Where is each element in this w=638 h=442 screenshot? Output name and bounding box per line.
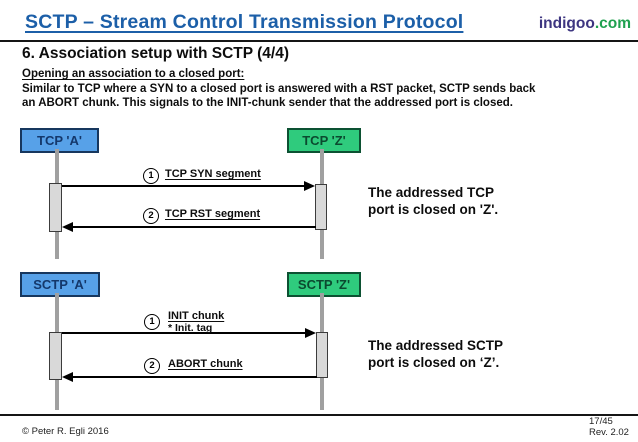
activation-bar-left	[49, 183, 62, 232]
side-note-line-2: port is closed on 'Z'.	[368, 202, 499, 217]
page-number: 17/45	[589, 416, 613, 427]
tcp-sequence-diagram: TCP 'A' TCP 'Z' 1 TCP SYN segment 2 TCP …	[0, 122, 638, 262]
body-line-2: an ABORT chunk. This signals to the INIT…	[22, 96, 513, 109]
header-divider	[0, 40, 638, 42]
actor-box-tcp-z: TCP 'Z'	[287, 128, 361, 153]
arrowhead-left-icon	[62, 222, 73, 232]
step-number-badge: 2	[144, 358, 160, 374]
arrowhead-right-icon	[305, 328, 316, 338]
activation-bar-right	[316, 332, 328, 378]
side-note-line-2: port is closed on ‘Z’.	[368, 355, 500, 370]
body-line-1: Similar to TCP where a SYN to a closed p…	[22, 83, 536, 95]
copyright: © Peter R. Egli 2016	[22, 426, 109, 437]
message-line	[62, 332, 306, 334]
activation-bar-left	[49, 332, 62, 380]
step-number-badge: 2	[143, 208, 159, 224]
subheading: Opening an association to a closed port:	[22, 68, 245, 80]
message-line	[72, 226, 316, 228]
arrowhead-right-icon	[304, 181, 315, 191]
actor-box-sctp-z: SCTP 'Z'	[287, 272, 361, 297]
arrowhead-left-icon	[62, 372, 73, 382]
sctp-sequence-diagram: SCTP 'A' SCTP 'Z' 1 INIT chunk * Init. t…	[0, 266, 638, 416]
slide-title: SCTP – Stream Control Transmission Proto…	[25, 11, 464, 33]
side-note-line-1: The addressed SCTP	[368, 338, 504, 353]
side-note: The addressed SCTP port is closed on ‘Z’…	[368, 337, 503, 371]
side-note-line-1: The addressed TCP	[368, 185, 495, 200]
message-label: INIT chunk	[168, 310, 225, 322]
side-note: The addressed TCP port is closed on 'Z'.	[368, 184, 498, 218]
activation-bar-right	[315, 184, 327, 230]
body-text: Similar to TCP where a SYN to a closed p…	[22, 83, 535, 110]
message-line	[72, 376, 317, 378]
message-label: TCP RST segment	[165, 208, 261, 220]
section-heading: 6. Association setup with SCTP (4/4)	[22, 45, 289, 62]
step-number-badge: 1	[144, 314, 160, 330]
actor-box-tcp-a: TCP 'A'	[20, 128, 99, 153]
message-label: ABORT chunk	[168, 358, 243, 370]
step-number-badge: 1	[143, 168, 159, 184]
brand-name: indigoo	[538, 15, 595, 32]
page-info: 17/45 Rev. 2.02	[589, 416, 629, 438]
message-label: TCP SYN segment	[165, 168, 261, 180]
footer-divider	[0, 414, 638, 416]
brand-tld: .com	[594, 15, 631, 32]
message-note: * Init. tag	[168, 322, 213, 334]
revision: Rev. 2.02	[589, 426, 629, 438]
actor-box-sctp-a: SCTP 'A'	[20, 272, 100, 297]
brand-logo: indigoo.com	[539, 15, 631, 33]
message-line	[62, 185, 305, 187]
